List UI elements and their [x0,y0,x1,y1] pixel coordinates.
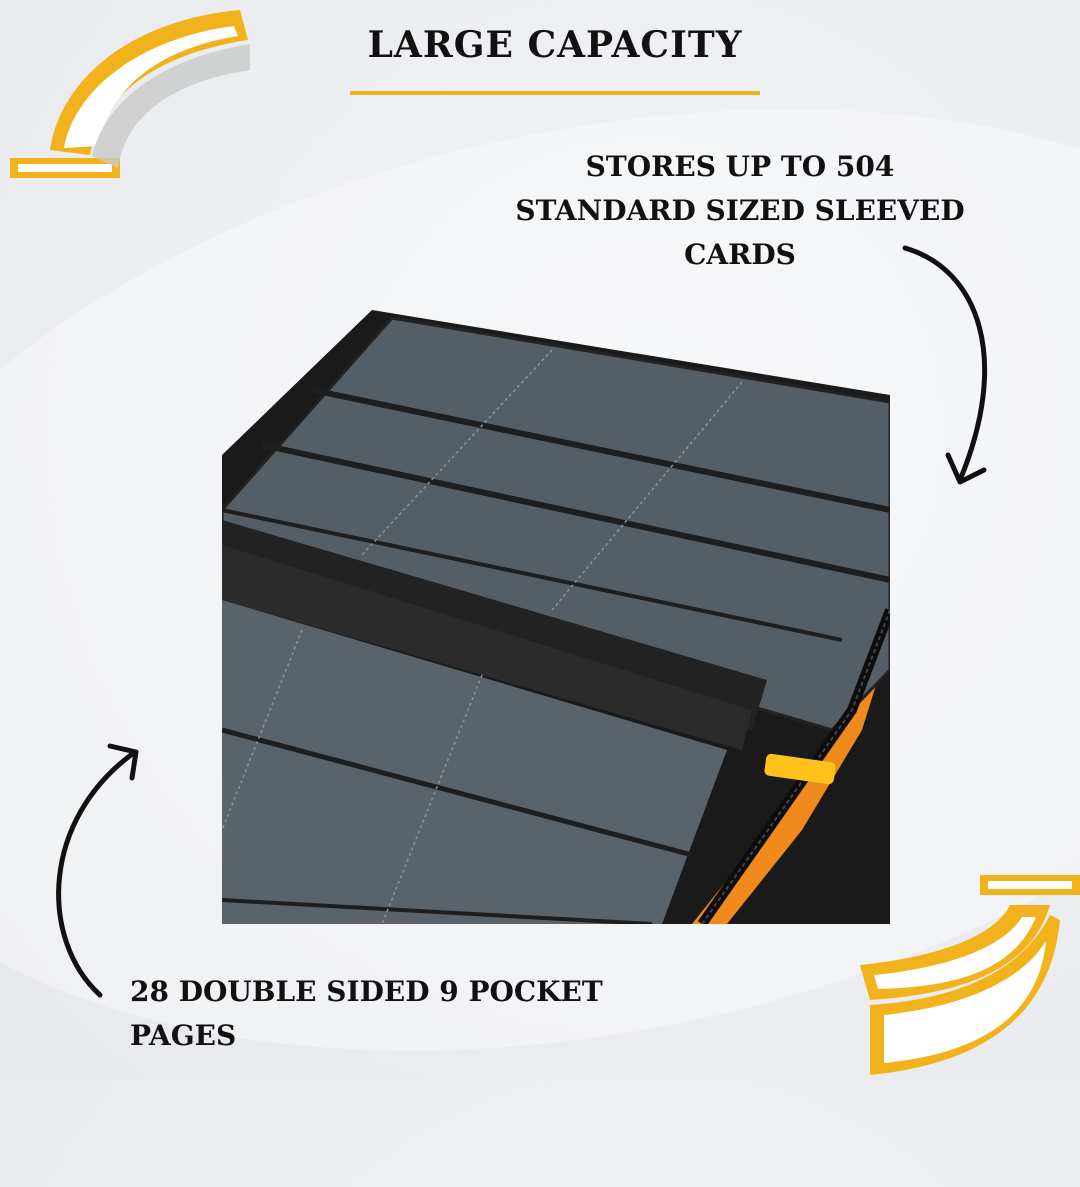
zipper-pull-icon [764,753,836,785]
binder-photo [222,310,890,924]
upper-card-page [222,316,890,732]
capacity-caption: STORES UP TO 504 STANDARD SIZED SLEEVED … [515,150,965,271]
pages-caption: 28 DOUBLE SIDED 9 POCKET PAGES [130,975,603,1052]
corner-swoosh-bottom-right-icon [860,875,1080,1075]
title-underline [350,91,760,95]
corner-swoosh-top-left-icon [10,10,250,178]
page-title: LARGE CAPACITY [367,24,743,66]
curved-arrow-left-icon [56,743,139,998]
lower-card-page [222,600,727,924]
curved-arrow-right-icon [902,245,988,485]
